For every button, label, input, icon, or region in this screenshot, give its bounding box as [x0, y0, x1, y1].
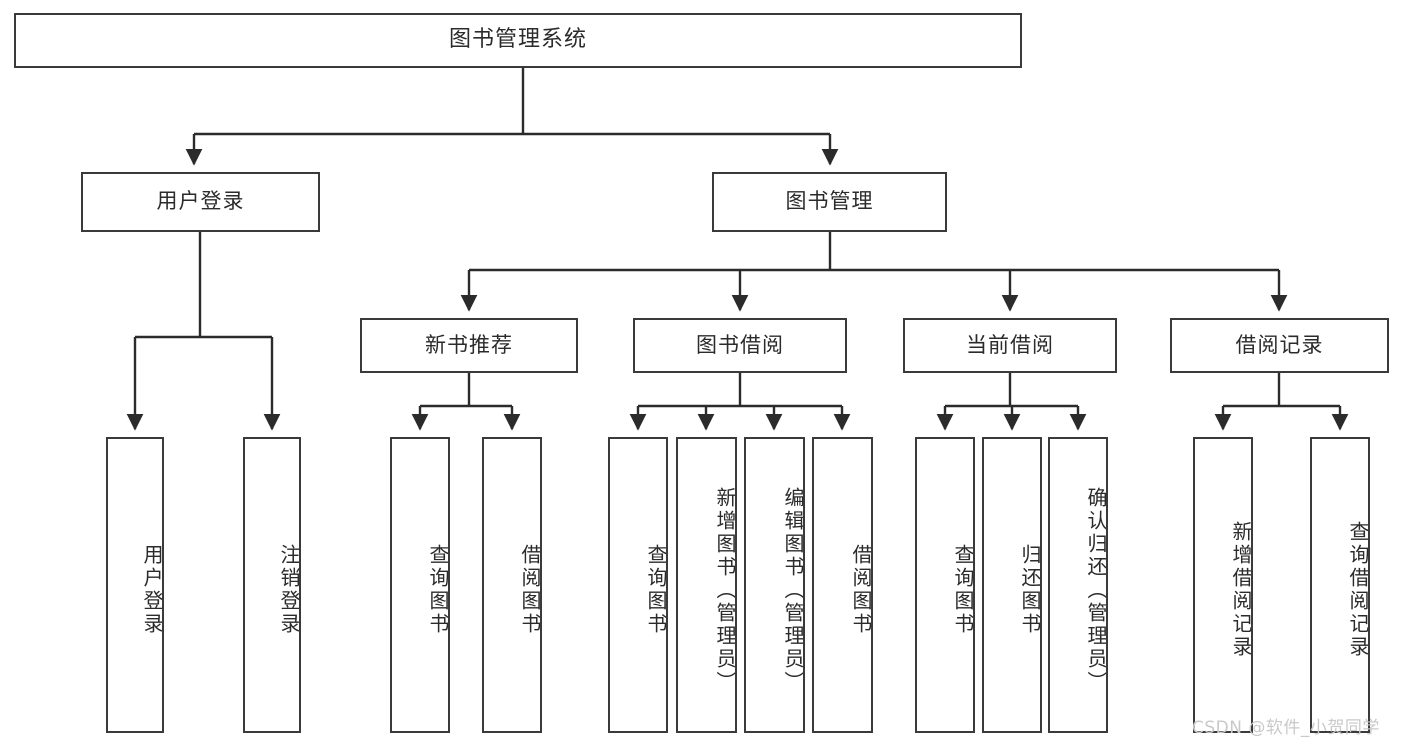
node-borrow-record[interactable]: 借阅记录	[1170, 318, 1389, 373]
node-leaf-query-book-2[interactable]: 查询图书	[608, 437, 668, 733]
node-leaf-borrow-book-2[interactable]: 借阅图书	[812, 437, 873, 733]
csdn-watermark: CSDN @软件_小贺同学	[1192, 718, 1380, 738]
node-leaf-user-login[interactable]: 用户登录	[106, 437, 164, 733]
node-book-borrow[interactable]: 图书借阅	[633, 318, 847, 373]
node-new-book-rec-label: 新书推荐	[425, 332, 513, 357]
node-leaf-query-record[interactable]: 查询借阅记录	[1310, 437, 1370, 733]
node-leaf-confirm-return[interactable]: 确认归还（管理员）	[1048, 437, 1108, 733]
node-new-book-rec[interactable]: 新书推荐	[360, 318, 578, 373]
node-borrow-record-label: 借阅记录	[1235, 332, 1324, 357]
node-leaf-return-book[interactable]: 归还图书	[982, 437, 1042, 733]
node-book-manage-label: 图书管理	[785, 189, 874, 214]
node-leaf-edit-book[interactable]: 编辑图书（管理员）	[744, 437, 805, 733]
node-current-borrow-label: 当前借阅	[966, 332, 1054, 357]
node-root-label: 图书管理系统	[448, 27, 587, 53]
node-leaf-logout[interactable]: 注销登录	[243, 437, 301, 733]
node-leaf-add-record[interactable]: 新增借阅记录	[1193, 437, 1253, 733]
node-leaf-query-book-3[interactable]: 查询图书	[915, 437, 975, 733]
node-root[interactable]: 图书管理系统	[14, 13, 1022, 68]
node-leaf-query-book-1[interactable]: 查询图书	[390, 437, 450, 733]
node-book-borrow-label: 图书借阅	[696, 332, 784, 357]
node-current-borrow[interactable]: 当前借阅	[903, 318, 1117, 373]
node-leaf-borrow-book-1[interactable]: 借阅图书	[482, 437, 542, 733]
node-user-login[interactable]: 用户登录	[81, 172, 320, 232]
node-book-manage[interactable]: 图书管理	[712, 172, 947, 232]
node-leaf-add-book[interactable]: 新增图书（管理员）	[676, 437, 737, 733]
node-user-login-label: 用户登录	[156, 189, 245, 214]
